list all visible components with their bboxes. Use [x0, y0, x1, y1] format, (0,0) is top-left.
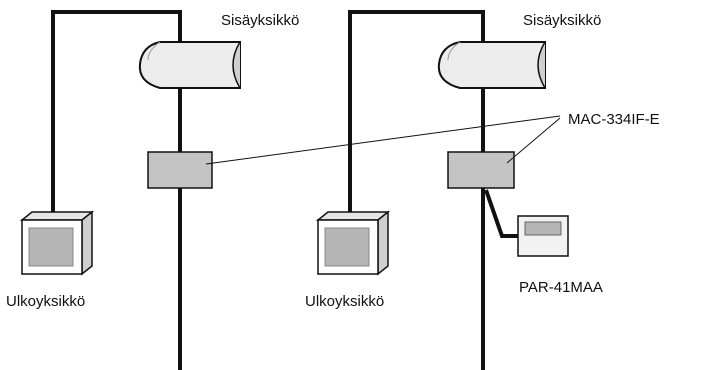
- left-interface-box: [147, 151, 213, 189]
- right-interface-box: [447, 151, 515, 189]
- interface-leader-right: [506, 117, 561, 164]
- right-indoor-unit: [437, 41, 546, 89]
- left-indoor-unit: [138, 41, 241, 89]
- remote-controller-cable: [484, 189, 518, 238]
- remote-controller-label: PAR-41MAA: [519, 279, 603, 296]
- interface-leader-left: [205, 115, 561, 165]
- right-outdoor-unit: [315, 210, 391, 276]
- interface-label: MAC-334IF-E: [568, 111, 660, 128]
- right-indoor-unit-label: Sisäyksikkö: [523, 12, 601, 29]
- right-system: [315, 10, 569, 370]
- left-system: [19, 10, 241, 370]
- left-outdoor-unit-label: Ulkoyksikkö: [6, 293, 85, 310]
- left-indoor-unit-label: Sisäyksikkö: [221, 12, 299, 29]
- left-outdoor-unit: [19, 210, 95, 276]
- left-outdoor-to-indoor-cable: [51, 10, 182, 218]
- right-outdoor-unit-label: Ulkoyksikkö: [305, 293, 384, 310]
- right-outdoor-to-indoor-cable: [348, 10, 485, 218]
- remote-controller: [517, 215, 569, 257]
